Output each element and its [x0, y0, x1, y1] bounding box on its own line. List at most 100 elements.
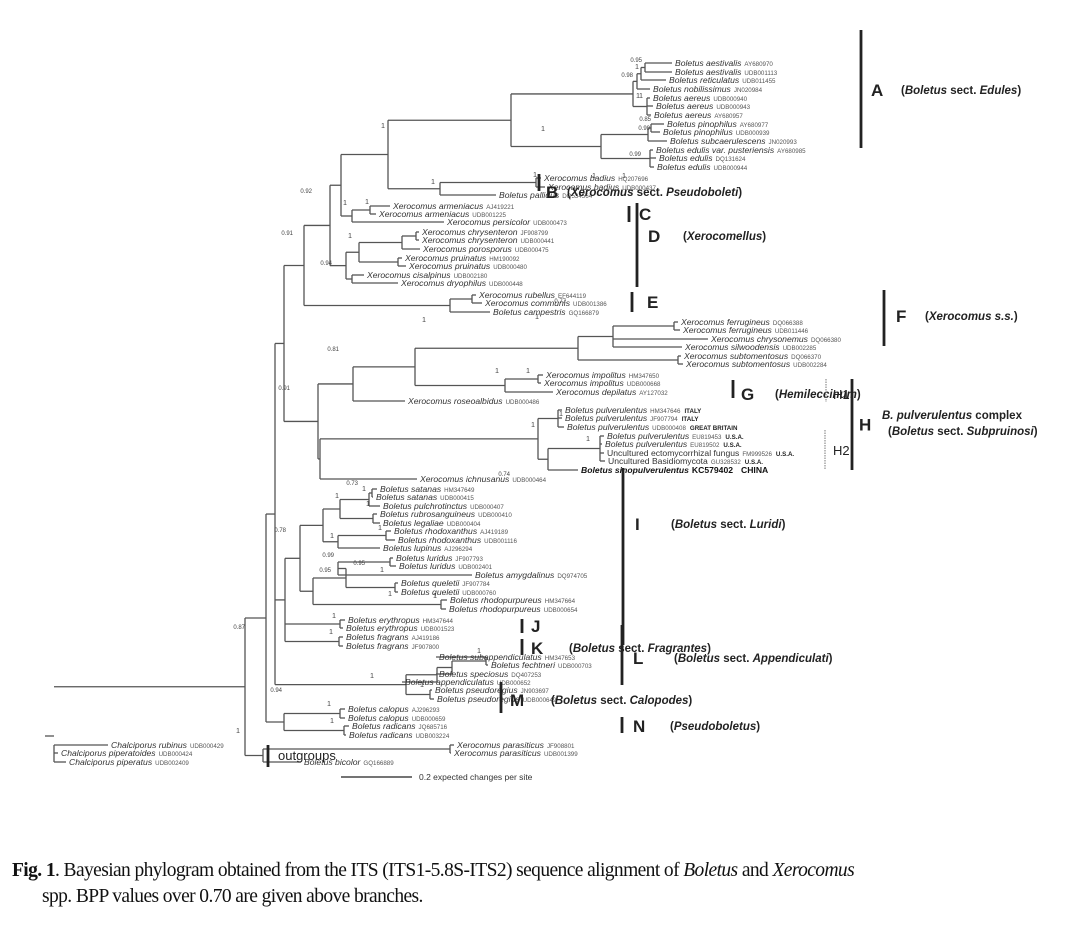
clade-letter: A — [871, 81, 883, 100]
accession-number: GQ166879 — [569, 310, 600, 317]
support-value: 0.95 — [630, 58, 642, 64]
clade-description: (Pseudoboletus) — [670, 721, 760, 733]
clade-desc-part: ) — [857, 389, 861, 401]
accession-number: AJ419221 — [486, 204, 514, 211]
support-value: 1 — [477, 646, 481, 655]
clade-desc-part: ( — [674, 653, 678, 665]
accession-number: UDB000652 — [497, 680, 531, 687]
clade-title-rest: complex — [972, 410, 1022, 422]
accession-number: UDB001399 — [544, 751, 578, 758]
clade-desc-part: sect. — [934, 426, 967, 438]
support-value: 0.99 — [322, 553, 334, 559]
accession-number: UDB000649 — [523, 697, 557, 704]
outgroups-label: outgroups — [278, 748, 336, 763]
accession-number: GU328532 — [711, 459, 741, 466]
clade-desc-part: ( — [671, 519, 675, 531]
clade-desc-part: ) — [738, 187, 742, 199]
clade-desc-part: Subpruinosi — [967, 426, 1035, 438]
clade-b: B(Xerocomus sect. Pseudoboleti) — [537, 174, 742, 202]
clade-n: N (Pseudoboletus) — [620, 717, 760, 736]
clade-description: (Boletus sect. Subpruinosi) — [888, 426, 1038, 438]
country-label: U.S.A. — [776, 451, 795, 458]
accession-number: AY680957 — [714, 113, 743, 120]
clade-e: E — [630, 292, 658, 312]
taxon-name: Xerocomus ferrugineus — [682, 325, 773, 335]
support-value: 1 — [362, 484, 366, 493]
support-value: 1 — [422, 315, 426, 324]
clade-desc-part: Fragrantes — [648, 643, 707, 655]
support-value: 1 — [380, 565, 384, 574]
support-value: 1 — [348, 231, 352, 240]
taxon-name: Boletus erythropus — [348, 615, 420, 625]
accession-number: AJ296293 — [412, 707, 440, 714]
accession-number: KC579402 — [692, 465, 733, 475]
clade-desc-part: ( — [567, 187, 571, 199]
accession-number: UDB002284 — [793, 362, 827, 369]
clade-description: (Xerocomellus) — [683, 231, 766, 243]
taxon-name: Boletus pulverulentus — [565, 405, 648, 415]
accession-number: UDB001386 — [573, 301, 607, 308]
clade-desc-part: Xerocomus — [570, 187, 634, 199]
support-value: 1 — [535, 312, 539, 321]
accession-number: UDB000464 — [512, 477, 546, 484]
taxon-name: Xerocomus porosporus — [422, 244, 513, 254]
accession-number: UDB000424 — [159, 751, 193, 758]
clade-f: F(Xerocomus s.s.) — [882, 290, 1018, 346]
taxon-name: Chalciporus piperatus — [69, 757, 153, 767]
country-label: ITALY — [682, 416, 700, 423]
accession-number: HM347653 — [545, 655, 576, 662]
clade-letter: K — [531, 639, 544, 658]
clade-desc-part: ) — [756, 721, 760, 733]
accession-number: UDB000429 — [190, 743, 224, 750]
accession-number: JF908799 — [521, 230, 549, 237]
accession-number: UDB000943 — [716, 104, 750, 111]
support-value: 1 — [622, 171, 626, 180]
accession-number: UDB002285 — [783, 345, 817, 352]
accession-number: GQ166889 — [363, 760, 394, 767]
clade-desc-part: Appendiculati — [752, 653, 830, 665]
support-value: 1 — [329, 627, 333, 636]
taxon-name: Xerocomus chrysenteron — [421, 235, 518, 245]
clade-letter: N — [633, 717, 645, 736]
accession-number: UDB000486 — [506, 399, 540, 406]
accession-number: UDB000760 — [462, 590, 496, 597]
taxon-name: Boletus satanas — [376, 492, 438, 502]
support-value: 1 — [366, 499, 370, 508]
accession-number: EF644119 — [558, 293, 587, 300]
clade-desc-part: ) — [1017, 85, 1021, 97]
taxon-name: Boletus rhodoxanthus — [398, 535, 482, 545]
taxon-name: Xerocomus armeniacus — [378, 209, 470, 219]
taxon-name: Boletus pulverulentus — [565, 413, 648, 423]
clade-a: A(Boletus sect. Edules) — [859, 30, 1021, 148]
accession-number: UDB000410 — [478, 512, 512, 519]
taxon-name: Boletus erythropus — [346, 623, 418, 633]
taxon-name: Boletus aestivalis — [675, 67, 742, 77]
accession-number: HQ207696 — [618, 176, 648, 183]
clade-annotations: A(Boletus sect. Edules) B(Xerocomus sect.… — [266, 30, 1038, 767]
accession-number: UDB001225 — [472, 212, 506, 219]
clade-desc-part: ( — [925, 311, 929, 323]
country-label: U.S.A. — [723, 442, 742, 449]
